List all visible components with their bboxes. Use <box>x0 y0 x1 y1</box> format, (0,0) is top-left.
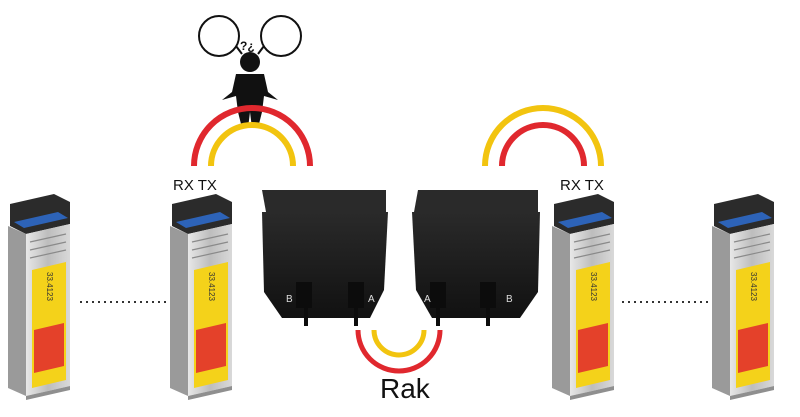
left-port-b: B <box>286 294 293 305</box>
sfp-module-2 <box>170 194 232 400</box>
sfp-part-number-2: 33.4123 <box>207 272 216 301</box>
sfp-part-number-4: 33.4123 <box>749 272 758 301</box>
left-cassette <box>262 190 388 326</box>
rak-label: Rak <box>380 373 431 404</box>
right-port-b: B <box>506 294 513 305</box>
sfp-module-1 <box>8 194 70 400</box>
sfp-part-number-3: 33.4123 <box>589 272 598 301</box>
right-port-a: A <box>424 294 431 305</box>
sfp-part-number-1: 33.4123 <box>45 272 54 301</box>
bottom-yellow-arc <box>374 330 424 355</box>
left-yellow-arc <box>211 125 293 166</box>
right-rx-tx-label: RX TX <box>560 177 604 194</box>
left-rx-tx-label: RX TX <box>173 177 217 194</box>
confused-person-icon <box>199 16 301 128</box>
bottom-red-arc <box>358 330 440 371</box>
sfp-module-3 <box>552 194 614 400</box>
left-port-a: A <box>368 294 375 305</box>
question-marks: ?¿ <box>240 39 255 53</box>
sfp-module-4 <box>712 194 774 400</box>
right-cassette <box>412 190 540 326</box>
right-red-arc <box>502 125 584 166</box>
